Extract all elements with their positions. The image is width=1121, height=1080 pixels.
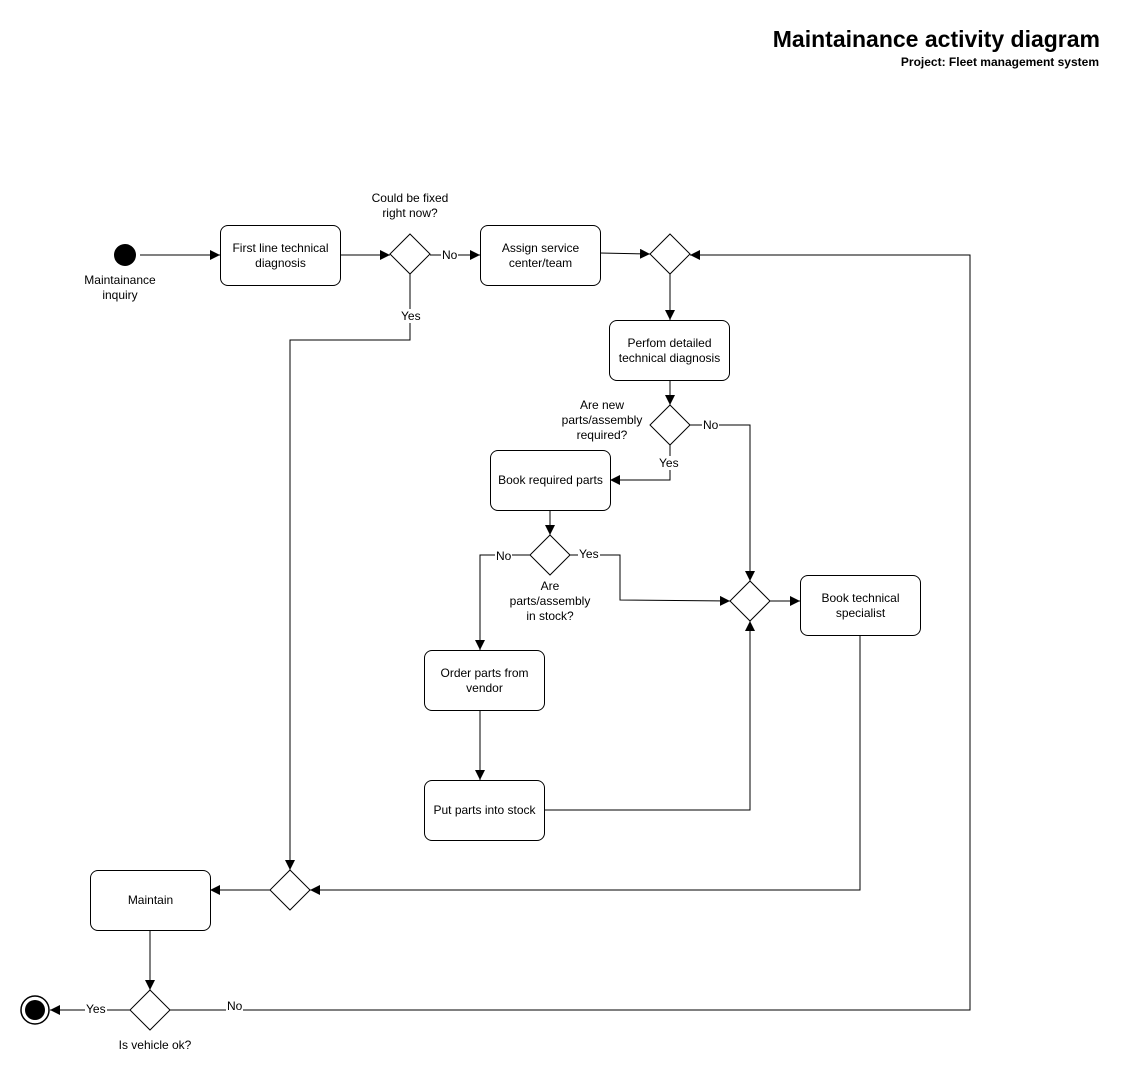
edge-label-vehicle-ok-yes: Yes (85, 1002, 107, 1016)
diagram-subtitle: Project: Fleet management system (900, 55, 1099, 69)
edge-label-new-parts-no: No (702, 418, 720, 432)
decision-fixed-now (389, 233, 431, 275)
merge-maintain-diamond (269, 869, 311, 911)
edge-assign-to-merge (599, 248, 651, 259)
activity-book-required-parts: Book required parts (490, 450, 611, 511)
edge-label-in-stock-yes: Yes (578, 547, 600, 561)
edge-stock-to-merge (545, 621, 755, 811)
edge-label-in-stock-no: No (495, 549, 513, 563)
edge-label-fixed-no: No (441, 248, 459, 262)
edge-new-parts-no (690, 424, 755, 581)
merge-assign-diamond (649, 233, 691, 275)
merge-specialist-diamond (729, 580, 771, 622)
edge-in-stock-no (475, 554, 530, 650)
edge-fixed-yes (285, 274, 411, 870)
edge-specialist-to-maintain-merge (310, 635, 861, 895)
end-node-inner (25, 1000, 45, 1020)
activity-put-into-stock: Put parts into stock (424, 780, 545, 841)
decision-vehicle-ok-label: Is vehicle ok? (118, 1038, 192, 1052)
edge-label-new-parts-yes: Yes (658, 456, 680, 470)
decision-vehicle-ok (129, 989, 171, 1031)
start-node (114, 244, 136, 266)
edge-vehicle-ok-no (170, 250, 971, 1011)
edge-label-vehicle-ok-no: No (226, 999, 244, 1013)
activity-maintain: Maintain (90, 870, 211, 931)
edge-label-fixed-yes: Yes (400, 309, 422, 323)
decision-in-stock (529, 534, 571, 576)
diagram-title: Maintainance activity diagram (772, 26, 1100, 52)
